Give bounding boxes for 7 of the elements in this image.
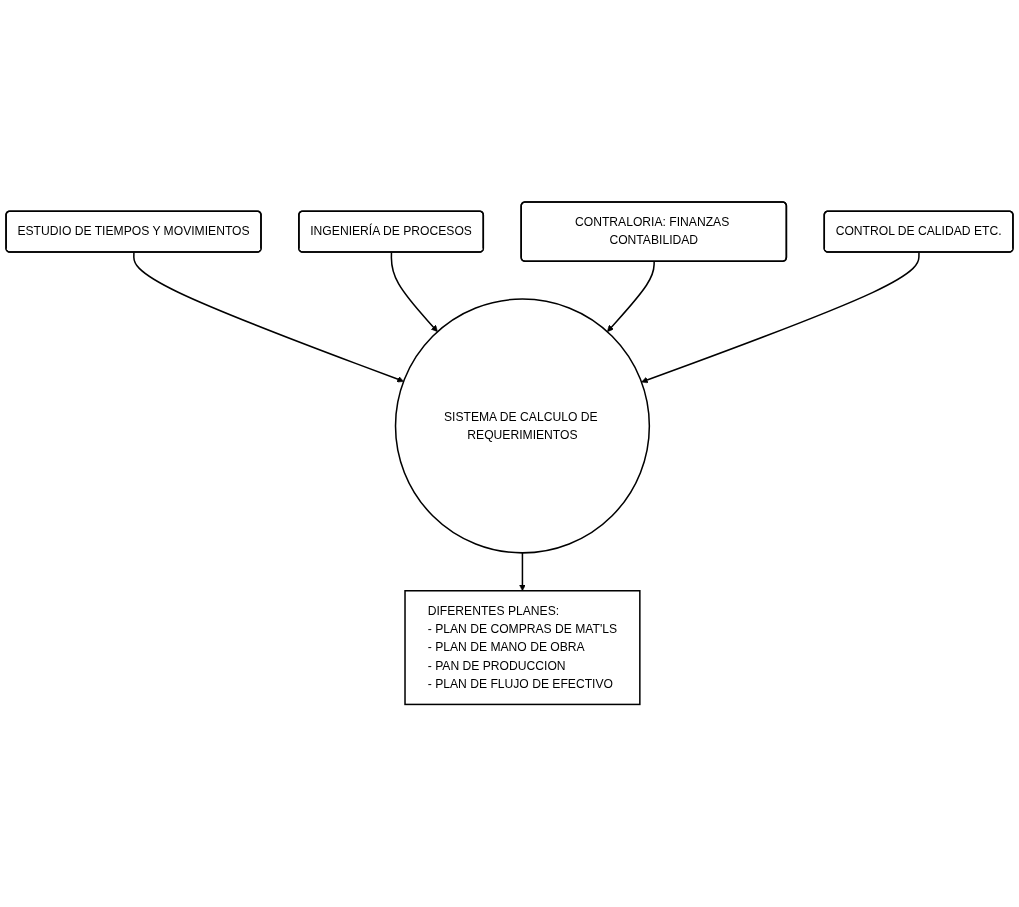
arrow	[133, 251, 404, 383]
node-circle: SISTEMA DE CALCULO DE REQUERIMIENTOS	[394, 298, 651, 554]
node-box: DIFERENTES PLANES: - PLAN DE COMPRAS DE MAT'LS - PLAN DE MANO DE OBRA - PAN DE PRODUCCION - PLAN DE FLUJO DE EFECTIVO	[404, 590, 641, 706]
arrow	[607, 261, 655, 333]
arrow	[390, 251, 438, 333]
arrow	[519, 552, 526, 592]
arrow	[641, 251, 920, 384]
